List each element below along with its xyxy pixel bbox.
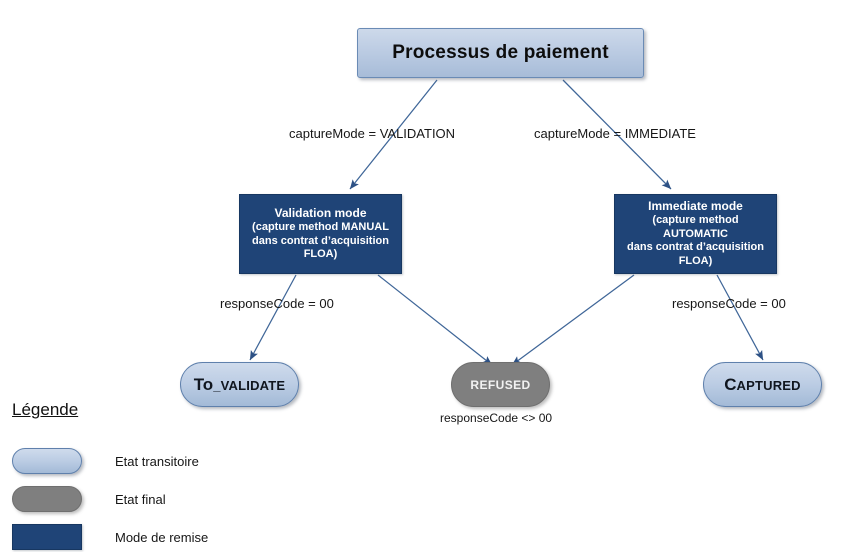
node-validation-mode[interactable]: Validation mode (capture method MANUAL d… — [239, 194, 402, 274]
to-validate-tail: _VALIDATE — [213, 377, 286, 393]
to-validate-head: To — [193, 374, 214, 394]
node-refused[interactable]: REFUSED — [451, 362, 550, 407]
captured-head: C — [724, 374, 737, 394]
immediate-mode-line3: dans contrat d’acquisition — [627, 241, 764, 254]
edge-label-capture-validation: captureMode = VALIDATION — [289, 126, 456, 141]
immediate-mode-line2: (capture method AUTOMATIC — [652, 214, 739, 240]
legend-label-etat-final: Etat final — [115, 491, 166, 507]
edge-label-response-ok-right: responseCode = 00 — [672, 296, 786, 311]
node-processus-label: Processus de paiement — [392, 42, 609, 63]
validation-mode-line3: dans contrat d’acquisition — [252, 234, 389, 247]
edge-validation-to-tovalidate — [249, 274, 297, 361]
immediate-mode-title: Immediate mode — [648, 198, 743, 213]
legend-swatch-mode — [12, 524, 82, 550]
legend-title: Légende — [12, 400, 79, 419]
edge-label-response-ok-left: responseCode = 00 — [220, 296, 334, 311]
refused-caption: responseCode <> 00 — [440, 411, 553, 425]
edge-immediate-to-refused — [511, 274, 635, 366]
legend-label-mode-de-remise: Mode de remise — [115, 529, 209, 545]
edge-label-capture-immediate: captureMode = IMMEDIATE — [534, 126, 696, 141]
refused-label: REFUSED — [470, 377, 531, 392]
legend-swatch-final — [12, 486, 82, 512]
validation-mode-line2: (capture method MANUAL — [252, 221, 389, 233]
captured-label: CAPTURED — [724, 375, 801, 395]
validation-mode-title: Validation mode — [274, 205, 367, 220]
legend-swatch-transient — [12, 448, 82, 474]
node-captured[interactable]: CAPTURED — [703, 362, 822, 407]
legend-label-etat-transitoire: Etat transitoire — [115, 453, 199, 469]
node-to-validate[interactable]: To_VALIDATE — [180, 362, 299, 407]
edge-immediate-to-captured — [716, 274, 764, 361]
legend-item-etat-transitoire: Etat transitoire — [12, 448, 199, 474]
legend-item-etat-final: Etat final — [12, 486, 166, 512]
captured-tail: APTURED — [736, 377, 801, 393]
edge-validation-to-refused — [377, 274, 493, 366]
legend-item-mode-de-remise: Mode de remise — [12, 524, 208, 550]
immediate-mode-line4: FLOA) — [678, 254, 713, 267]
to-validate-label: To_VALIDATE — [194, 375, 286, 395]
validation-mode-line4: FLOA) — [303, 248, 338, 260]
node-immediate-mode[interactable]: Immediate mode (capture method AUTOMATIC… — [614, 194, 777, 274]
node-processus-de-paiement[interactable]: Processus de paiement — [357, 28, 644, 78]
